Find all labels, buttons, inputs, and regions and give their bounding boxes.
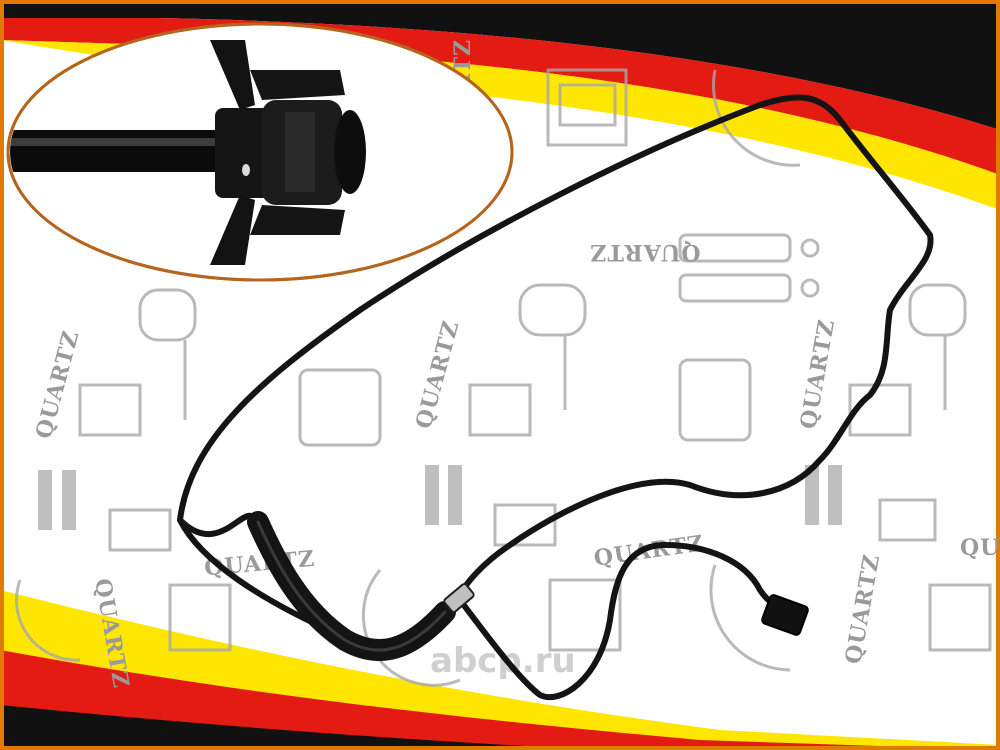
connector-closeup-inset <box>6 22 514 282</box>
fuel-hose <box>177 94 934 701</box>
site-watermark: abcp.ru <box>430 641 576 681</box>
bottom-flag-stripes <box>0 590 1000 750</box>
brand-watermark-1: QUARTZ <box>589 239 700 265</box>
brand-watermark-11: QUARTZ <box>960 535 1000 561</box>
